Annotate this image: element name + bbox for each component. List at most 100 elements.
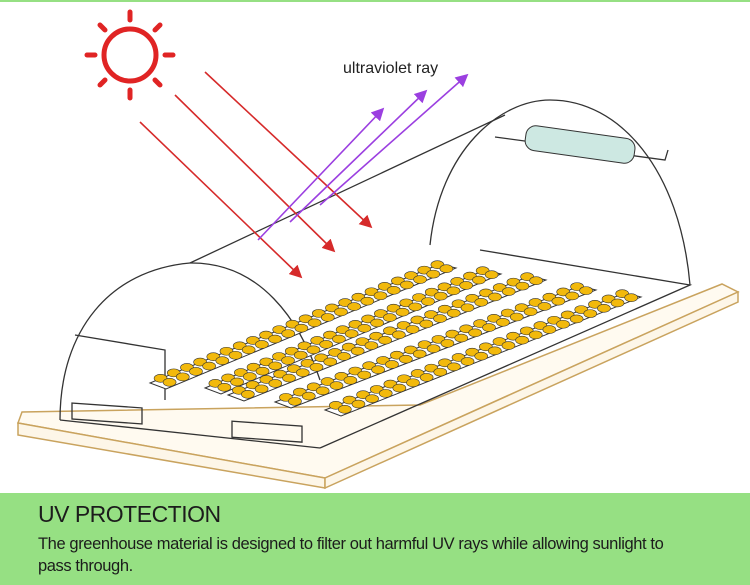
uv-arrows	[257, 73, 469, 241]
plant	[447, 362, 461, 372]
plant-bed	[323, 289, 643, 417]
plant	[268, 361, 283, 371]
plant	[254, 384, 269, 394]
plant	[413, 275, 427, 284]
plant	[364, 341, 379, 350]
plant	[454, 333, 469, 343]
plant	[537, 302, 552, 311]
plant-bed	[203, 266, 503, 395]
plant	[419, 319, 434, 329]
plant	[392, 383, 407, 393]
plant	[241, 345, 256, 355]
plant	[408, 302, 423, 312]
plant	[515, 335, 529, 345]
plant-bed	[273, 282, 598, 409]
plant	[281, 329, 296, 338]
plant	[241, 389, 255, 399]
plant-bed	[226, 272, 548, 402]
plant	[474, 351, 488, 361]
plant	[255, 340, 269, 349]
plant	[268, 379, 283, 388]
plant	[542, 325, 557, 334]
caption-body: The greenhouse material is designed to f…	[38, 535, 664, 575]
plant	[569, 314, 584, 324]
caption-title: UV PROTECTION	[38, 501, 221, 527]
plant	[440, 339, 455, 348]
plant	[426, 344, 441, 353]
plant	[412, 349, 427, 359]
plant	[357, 370, 372, 380]
top-divider	[0, 0, 750, 2]
plant	[215, 356, 230, 365]
plant	[460, 303, 475, 313]
plant-beds	[148, 260, 643, 417]
plant	[329, 381, 344, 390]
plant	[501, 341, 516, 350]
plant	[395, 307, 410, 317]
plant	[523, 307, 538, 317]
plant	[344, 329, 359, 338]
plant	[306, 345, 321, 355]
plant	[383, 313, 397, 322]
plant	[228, 350, 243, 360]
plant	[268, 334, 282, 344]
plant	[332, 334, 346, 344]
plant	[556, 319, 570, 329]
plant	[624, 293, 638, 302]
plant	[293, 350, 308, 360]
plant	[496, 317, 510, 327]
sun-icon	[84, 9, 176, 101]
caption-panel: UV PROTECTION The greenhouse material is…	[0, 493, 750, 585]
plant	[406, 378, 420, 388]
plant	[351, 399, 366, 409]
plant	[343, 375, 358, 385]
plant	[482, 323, 496, 332]
plant	[162, 377, 177, 387]
plant	[309, 362, 324, 372]
plant	[529, 276, 543, 286]
plant	[189, 367, 203, 376]
plant	[337, 352, 351, 361]
plant	[468, 328, 482, 338]
plant	[295, 368, 310, 377]
plant	[509, 312, 524, 322]
plant	[243, 372, 257, 381]
plant	[472, 275, 486, 285]
plant	[459, 281, 473, 290]
plant	[400, 280, 414, 290]
plant	[350, 346, 365, 356]
plant	[323, 357, 338, 367]
plant	[319, 340, 333, 349]
plant	[347, 302, 361, 311]
plant	[385, 360, 399, 369]
plant	[433, 314, 447, 323]
greenhouse-tunnel	[59, 99, 693, 449]
plant	[399, 354, 413, 364]
plant	[378, 335, 392, 345]
plant	[371, 365, 385, 375]
plant	[488, 346, 502, 356]
plant	[360, 296, 375, 306]
plant	[320, 313, 335, 322]
plant	[315, 386, 330, 396]
plant	[583, 309, 598, 318]
plant	[282, 373, 296, 383]
plant	[405, 325, 420, 334]
plant	[386, 286, 401, 295]
plant	[334, 307, 348, 317]
plant	[421, 297, 435, 306]
plant	[419, 373, 434, 382]
plant	[373, 291, 388, 301]
plant	[579, 286, 593, 295]
plant	[365, 394, 379, 404]
plant	[439, 264, 454, 274]
uv-ray-label: ultraviolet ray	[343, 60, 439, 77]
plant	[338, 405, 352, 414]
sunlight-arrows	[139, 71, 373, 279]
plant	[597, 303, 611, 313]
plant	[484, 270, 499, 279]
plant	[301, 391, 316, 401]
plant	[230, 377, 244, 387]
vent-mesh	[524, 125, 636, 164]
plant	[281, 356, 295, 365]
